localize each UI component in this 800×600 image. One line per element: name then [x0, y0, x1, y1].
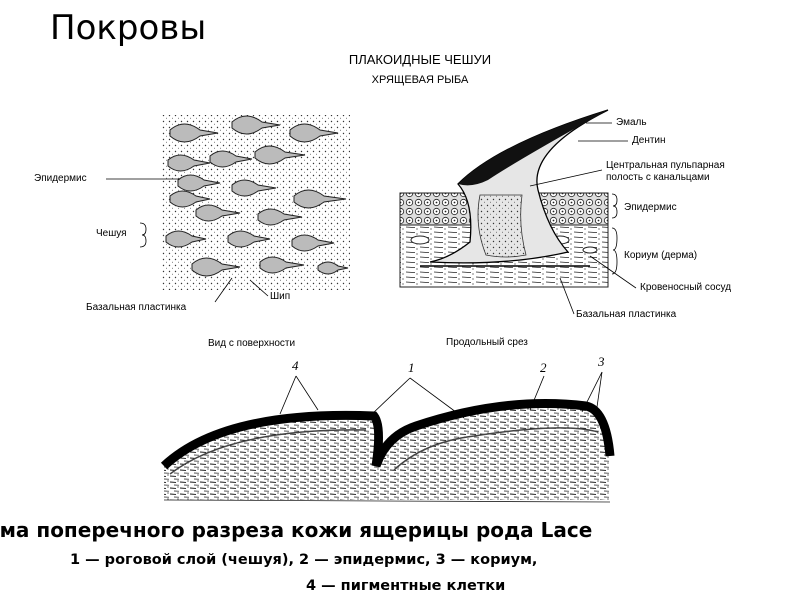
- slide-title: Покровы: [50, 8, 207, 48]
- label-epidermis-left: Эпидермис: [34, 173, 87, 184]
- section-drawing: [399, 109, 637, 315]
- lizard-number-4: 4: [292, 358, 299, 373]
- caption-line-2: 1 — роговой слой (чешуя), 2 — эпидермис,…: [70, 552, 538, 568]
- label-blood-vessel: Кровеносный сосуд: [640, 282, 732, 293]
- label-surface-view: Вид с поверхности: [208, 338, 296, 349]
- caption-line-3: 4 — пигментные клетки: [306, 578, 506, 594]
- label-dentin: Дентин: [632, 135, 666, 146]
- label-spine: Шип: [270, 291, 291, 302]
- label-enamel: Эмаль: [616, 117, 647, 128]
- label-pulp-line2: полость с канальцами: [606, 172, 710, 183]
- label-basal-plate-right: Базальная пластинка: [576, 309, 677, 320]
- caption-line-1: ема поперечного разреза кожи ящерицы род…: [0, 518, 593, 542]
- lizard-number-2: 2: [540, 360, 547, 375]
- label-corium: Кориум (дерма): [624, 250, 698, 261]
- surface-view-drawing: [106, 115, 350, 303]
- lizard-number-3: 3: [598, 354, 605, 369]
- placoid-header: ПЛАКОИДНЫЕ ЧЕШУИ: [348, 52, 492, 67]
- label-epidermis-right: Эпидермис: [624, 202, 677, 213]
- label-scale: Чешуя: [96, 228, 127, 239]
- lizard-skin-drawing: [160, 371, 615, 503]
- label-pulp-line1: Центральная пульпарная: [606, 160, 725, 171]
- lizard-number-1: 1: [408, 360, 415, 375]
- placoid-subheader: ХРЯЩЕВАЯ РЫБА: [371, 74, 469, 86]
- label-longitudinal-section: Продольный срез: [446, 337, 528, 348]
- label-basal-plate-left: Базальная пластинка: [86, 302, 187, 313]
